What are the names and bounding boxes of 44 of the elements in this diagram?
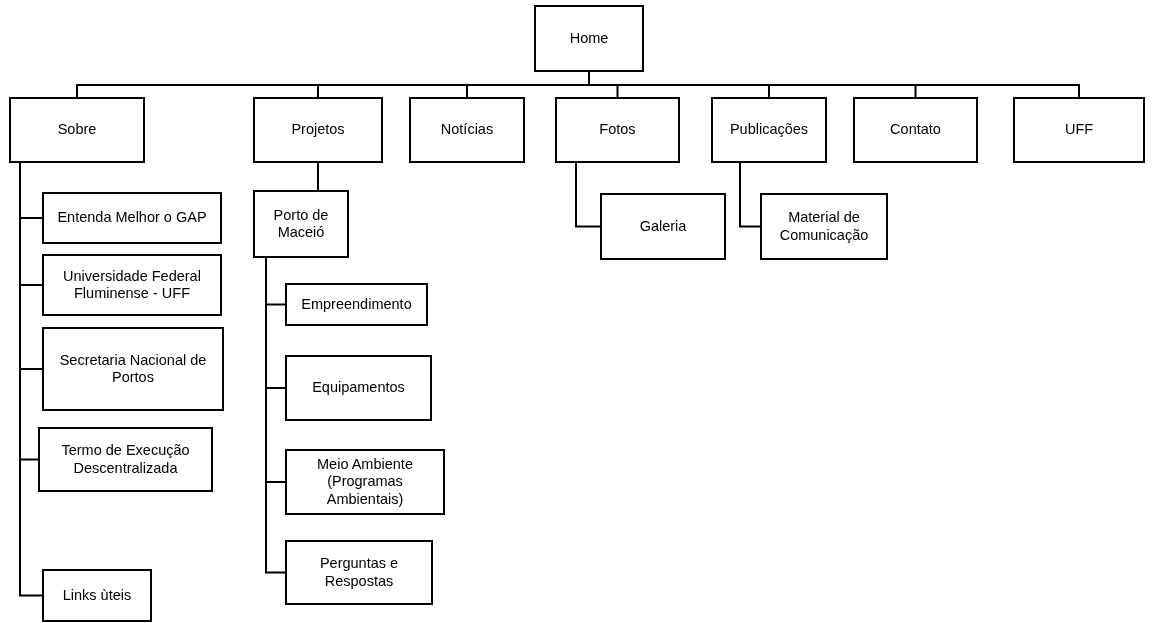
page-label: Secretaria Nacional de Portos (58, 351, 208, 387)
page-box (853, 97, 978, 163)
page-box (42, 569, 152, 622)
page-label: Meio Ambiente (Programas Ambientais) (316, 455, 414, 509)
page-box (253, 190, 349, 258)
page-box (285, 355, 432, 421)
page-label: Sobre (57, 121, 97, 139)
page-box (285, 540, 433, 605)
page-box (253, 97, 383, 163)
page-label: Equipamentos (312, 379, 405, 397)
page-box (600, 193, 726, 260)
page-box (555, 97, 680, 163)
page-label: Entenda Melhor o GAP (57, 209, 207, 227)
page-label: Material de Comunicação (778, 209, 870, 244)
page-label: Galeria (639, 217, 687, 236)
page-label: Empreendimento (301, 295, 412, 314)
page-label: Fotos (599, 121, 636, 139)
connector-line (739, 162, 761, 228)
page-box (1013, 97, 1145, 163)
page-label: Contato (890, 121, 941, 139)
page-box (38, 427, 213, 492)
page-label: Universidade Federal Fluminense - UFF (62, 267, 202, 303)
page-box (409, 97, 525, 163)
page-box (711, 97, 827, 163)
connector-line (575, 162, 601, 228)
page-label: Publicações (729, 121, 809, 139)
page-label: UFF (1064, 121, 1094, 139)
page-box (285, 449, 445, 515)
page-box (534, 5, 644, 72)
connector-line (265, 257, 286, 574)
page-box (9, 97, 145, 163)
page-label: Termo de Execução Descentralizada (60, 442, 191, 477)
page-label: Projetos (291, 121, 345, 139)
page-label: Perguntas e Respostas (318, 555, 400, 590)
page-box (42, 254, 222, 316)
page-box (42, 192, 222, 244)
page-label: Home (569, 29, 609, 48)
page-label: Notícias (440, 121, 494, 139)
page-box (42, 327, 224, 411)
connector-line (317, 162, 319, 191)
page-label: Porto de Maceió (272, 206, 330, 242)
page-box (285, 283, 428, 326)
page-box (760, 193, 888, 260)
page-label: Links ùteis (62, 586, 132, 605)
